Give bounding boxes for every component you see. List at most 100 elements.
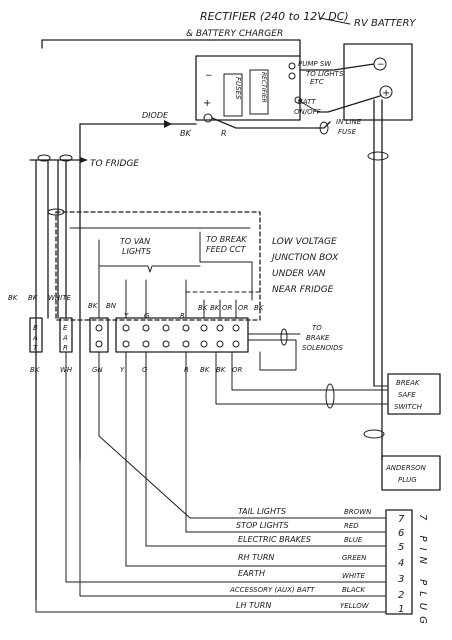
junction-label-2: JUNCTION BOX	[270, 253, 339, 263]
plug-wires	[35, 351, 387, 613]
bottom-label: OR	[232, 366, 243, 374]
batt-switch-label-1: BATT	[298, 98, 316, 106]
lights-terminal	[288, 72, 296, 80]
anderson-1: ANDERSON	[385, 464, 427, 472]
plug-row-color: RED	[344, 522, 359, 530]
terminal-screw	[95, 324, 103, 332]
plug-wire	[98, 351, 387, 519]
to-van-lights-1: TO VAN	[120, 237, 150, 246]
diode-arrow-icon	[164, 120, 172, 128]
top-label: BK	[198, 304, 209, 312]
bottom-label: G	[142, 366, 148, 374]
junction-label-4: NEAR FRIDGE	[272, 285, 334, 295]
plug-row-pin: 7	[398, 514, 405, 525]
to-break-2: FEED CCT	[206, 245, 247, 254]
brake-sol-1: TO	[312, 324, 322, 332]
in-line-label: IN LINE	[336, 118, 362, 126]
plug-wire	[79, 459, 387, 597]
top-label: WHITE	[48, 294, 72, 302]
breakaway-switch	[387, 373, 441, 415]
plug-row-name: LH TURN	[236, 601, 271, 610]
bottom-label: BK	[200, 366, 211, 374]
breakaway-1: BREAK	[396, 379, 421, 387]
charger-r-label: R	[221, 129, 227, 138]
fridge-clamp-a	[37, 154, 51, 162]
junction-label-3: UNDER VAN	[272, 269, 326, 279]
fuse-label: FUSE	[338, 128, 357, 136]
plug-row-name: EARTH	[238, 569, 265, 578]
breakaway-return	[231, 351, 389, 391]
charger-top-wire	[209, 39, 301, 57]
top-label: BN	[106, 302, 117, 310]
cable-clamp-lower	[363, 429, 385, 439]
breakaway-feed	[215, 351, 389, 405]
rv-battery	[343, 43, 413, 121]
fuse-holder-1	[29, 317, 43, 353]
terminal-screw	[142, 340, 150, 348]
terminal-screw	[200, 324, 208, 332]
to-van-lights-2: LIGHTS	[122, 247, 151, 256]
batt-switch-lever	[297, 99, 319, 113]
plug-row-pin: 1	[398, 604, 404, 615]
terminal-screw	[122, 340, 130, 348]
terminal-screw	[162, 340, 170, 348]
fuse-letter: T	[33, 344, 38, 352]
terminal-block-main	[115, 317, 249, 353]
title-rectifier: RECTIFIER (240 to 12V DC)	[200, 10, 349, 23]
charger-positive-wire	[211, 117, 331, 129]
top-label: OR	[238, 304, 249, 312]
fuse-letter: A	[32, 334, 38, 342]
plug-row-pin: 4	[398, 558, 404, 569]
anderson-2: PLUG	[398, 476, 417, 484]
batt-switch-pivot	[294, 96, 302, 104]
top-left-feed	[41, 39, 211, 49]
fuse-letter: R	[63, 344, 68, 352]
fuse-letter: B	[33, 324, 38, 332]
terminal-screw	[142, 324, 150, 332]
plug-row-pin: 5	[398, 542, 404, 553]
fuse-block	[223, 73, 243, 117]
plug-row-color: YELLOW	[340, 602, 370, 610]
junction-box-outline	[55, 211, 261, 321]
title-charger: & BATTERY CHARGER	[186, 29, 283, 39]
plug-row-color: GREEN	[342, 554, 367, 562]
terminal-screw	[216, 340, 224, 348]
brake-loop-wire	[247, 339, 297, 371]
bottom-label: BK	[216, 366, 227, 374]
charger-box	[195, 55, 301, 121]
breakaway-clamp	[325, 383, 335, 409]
to-lights-label: TO LIGHTS	[306, 70, 344, 78]
terminal-screw	[232, 340, 240, 348]
to-break-1: TO BREAK	[206, 235, 247, 244]
top-label: BK	[88, 302, 99, 310]
plug-row-color: WHITE	[342, 572, 366, 580]
diode-label: DIODE	[142, 111, 169, 120]
plug-row-name: ACCESSORY (AUX) BATT	[229, 586, 315, 594]
fuse-block-label: FUSES	[234, 77, 242, 100]
fridge-arrow-icon	[80, 157, 88, 163]
top-label: OR	[222, 304, 233, 312]
terminal-screw	[232, 324, 240, 332]
top-label: BK	[254, 304, 265, 312]
brake-sol-2: BRAKE	[306, 334, 330, 342]
battery-pos-terminal	[379, 85, 393, 99]
battery-minus-symbol: −	[377, 60, 385, 70]
title-battery: RV BATTERY	[354, 18, 416, 29]
cable-clamp	[367, 151, 389, 161]
plug-row-name: TAIL LIGHTS	[238, 507, 286, 516]
top-label: G	[144, 312, 150, 320]
breakaway-2: SAFE	[398, 391, 416, 399]
rectifier-block-label: RECTIFIER	[260, 72, 267, 103]
terminal-screw	[200, 340, 208, 348]
terminal-screw	[162, 324, 170, 332]
plug-row-name: ELECTRIC BRAKES	[238, 535, 311, 544]
plug-wire	[35, 599, 387, 613]
terminal-screw	[95, 340, 103, 348]
plug-vertical-label: 7 PIN PLUG	[417, 514, 428, 630]
battery-plus-symbol: +	[382, 88, 390, 99]
plug-row-name: STOP LIGHTS	[236, 521, 289, 530]
fuse-letter: A	[62, 334, 68, 342]
breakaway-3: SWITCH	[394, 403, 423, 411]
to-fridge-label: TO FRIDGE	[90, 159, 139, 169]
